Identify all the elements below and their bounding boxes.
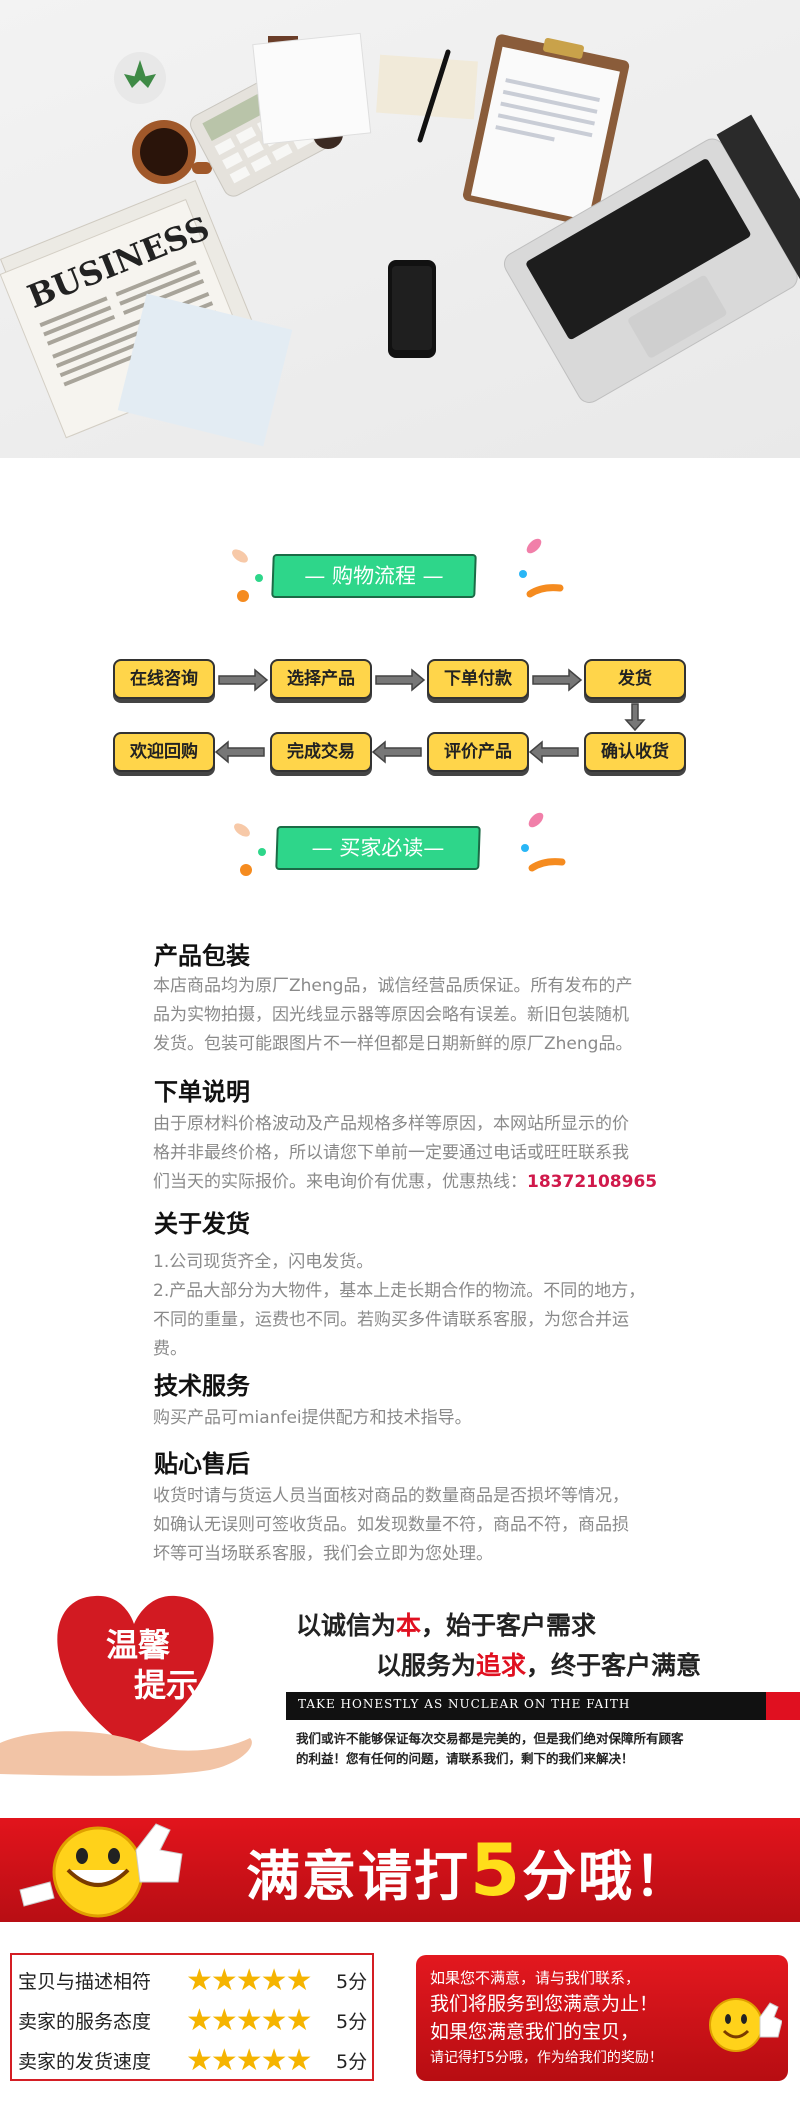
warm-tips-banner: 温馨 提示 以诚信为本，始于客户需求 以服务为追求，终于客户满意 TAKE HO… [0,1578,800,1778]
notice-line: 们当天的实际报价。来电询价有优惠，优惠热线：18372108965 [153,1168,689,1197]
banner-text-part: 分哦！ [522,1845,691,1908]
smiley-icon [709,1998,782,2052]
heart-text-1: 温馨 [106,1626,171,1664]
slogan-text: ，终于客户满意 [526,1651,702,1680]
notice-line: 1.公司现货齐全，闪电发货。 [153,1252,374,1272]
step-choose-product: 选择产品 [270,659,372,699]
notice-title-tech: 技术服务 [154,1372,250,1400]
ratings-box: 宝贝与描述相符 ★★★★★ 5分 卖家的服务态度 ★★★★★ 5分 卖家的发货速… [10,1953,374,2081]
arrow-left-icon [214,740,265,764]
buyer-title: — 买家必读— [275,826,481,870]
satisfaction-note: 如果您不满意，请与我们联系， 我们将服务到您满意为止！ 如果您满意我们的宝贝， … [416,1955,788,2081]
star-icon[interactable]: ★★★★★ [186,2043,312,2078]
notice-line: 格并非最终价格，所以请您下单前一定要通过电话或旺旺联系我 [153,1143,629,1163]
notice-line: 如确认无误则可签收货品。如发现数量不符，商品不符，商品损 [153,1515,629,1535]
step-order-pay: 下单付款 [427,659,529,699]
step-review-product: 评价产品 [427,732,529,772]
confetti-decoration [232,538,564,602]
process-title-block: — 购物流程 — [0,536,800,616]
hero-photo: BUSINESS [0,0,800,458]
banner-five: 5 [470,1828,523,1912]
buyer-title-block: — 买家必读— [0,808,800,888]
note-line: 如果您满意我们的宝贝， [430,2021,640,2043]
rating-row-service: 卖家的服务态度 ★★★★★ 5分 [18,2001,368,2038]
slogan-highlight: 本 [396,1611,422,1640]
take-honestly-text: TAKE HONESTLY AS NUCLEAR ON THE FAITH [298,1697,631,1711]
notice-line: 品为实物拍摄，因光线显示器等原因会略有误差。新旧包装随机 [153,1005,629,1025]
rating-banner-text: 满意请打5分哦！ [246,1832,690,1911]
desk-illustration: BUSINESS [0,32,800,447]
notice-line: 收货时请与货运人员当面核对商品的数量商品是否损坏等情况， [153,1486,629,1506]
arrow-down-icon [624,703,646,732]
slogan-text: ，始于客户需求 [421,1611,597,1640]
star-icon[interactable]: ★★★★★ [186,1963,312,1998]
step-welcome-back: 欢迎回购 [113,732,215,772]
step-ship: 发货 [584,659,686,699]
notice-line: 本店商品均为原厂Zheng品，诚信经营品质保证。所有发布的产 [153,976,633,996]
heart-icon [57,1595,214,1748]
notice-line: 坏等可当场联系客服，我们会立即为您处理。 [153,1544,493,1564]
rating-score: 5分 [336,1971,368,1993]
hand-icon [0,1731,252,1776]
step-online-consult: 在线咨询 [113,659,215,699]
notice-line: 费。 [153,1339,187,1359]
notice-text-shipping: 1.公司现货齐全，闪电发货。 2.产品大部分为大物件，基本上走长期合作的物流。不… [153,1248,689,1364]
notice-title-shipping: 关于发货 [154,1210,250,1238]
notice-line: 不同的重量，运费也不同。若购买多件请联系客服，为您合并运 [153,1310,629,1330]
rating-row-shipping: 卖家的发货速度 ★★★★★ 5分 [18,2041,368,2078]
notice-line: 2.产品大部分为大物件，基本上走长期合作的物流。不同的地方， [153,1281,646,1301]
heart-text-2: 提示 [134,1666,198,1704]
notice-text-aftersales: 收货时请与货运人员当面核对商品的数量商品是否损坏等情况， 如确认无误则可签收货品… [153,1482,689,1569]
notice-text-packaging: 本店商品均为原厂Zheng品，诚信经营品质保证。所有发布的产 品为实物拍摄，因光… [153,972,689,1059]
rating-score: 5分 [336,2011,368,2033]
notice-title-packaging: 产品包装 [154,942,250,970]
bar-accent [766,1692,800,1720]
arrow-left-icon [371,740,422,764]
arrow-right-icon [218,668,269,692]
tips-slogan-2: 以服务为追求，终于客户满意 [376,1646,701,1682]
take-honestly-bar: TAKE HONESTLY AS NUCLEAR ON THE FAITH [286,1692,800,1720]
notice-line: 发货。包装可能跟图片不一样但都是日期新鲜的原厂Zheng品。 [153,1034,633,1054]
tips-slogan-1: 以诚信为本，始于客户需求 [296,1606,596,1642]
star-icon[interactable]: ★★★★★ [186,2003,312,2038]
slogan-text: 以诚信为 [296,1611,397,1640]
notice-title-aftersales: 贴心售后 [154,1450,250,1478]
rating-label: 卖家的发货速度 [18,2051,152,2073]
step-complete-trade: 完成交易 [270,732,372,772]
rating-label: 宝贝与描述相符 [18,1971,152,1993]
hotline-number[interactable]: 18372108965 [527,1172,658,1192]
rating-row-description: 宝贝与描述相符 ★★★★★ 5分 [18,1961,368,1998]
notice-line: 购买产品可mianfei提供配方和技术指导。 [153,1408,472,1428]
confetti-decoration [234,812,566,876]
step-confirm-receipt: 确认收货 [584,732,686,772]
slogan-text: 以服务为 [376,1651,477,1680]
flow-arrows [214,668,646,764]
rating-banner: 满意请打5分哦！ [0,1818,800,1922]
note-line: 我们将服务到您满意为止！ [430,1993,659,2015]
note-line: 如果您不满意，请与我们联系， [430,1969,641,1987]
smiley-thumbsup-icon [19,1823,183,1918]
slogan-highlight: 追求 [476,1651,527,1680]
tips-note-2: 的利益！您有任何的问题，请联系我们，剩下的我们来解决！ [296,1751,634,1766]
heart-hand-illustration: 温馨 提示 [0,1595,252,1776]
arrow-left-icon [528,740,579,764]
notice-text-ordering: 由于原材料价格波动及产品规格多样等原因，本网站所显示的价 格并非最终价格，所以请… [153,1110,689,1197]
notice-text-tech: 购买产品可mianfei提供配方和技术指导。 [153,1404,689,1433]
rating-label: 卖家的服务态度 [18,2011,152,2033]
tips-note-1: 我们或许不能够保证每次交易都是完美的，但是我们绝对保障所有顾客 [296,1731,684,1746]
rating-score: 5分 [336,2051,368,2073]
note-line: 请记得打5分哦，作为给我们的奖励！ [430,2050,663,2066]
notice-title-ordering: 下单说明 [154,1078,250,1106]
notice-line: 由于原材料价格波动及产品规格多样等原因，本网站所显示的价 [153,1114,629,1134]
banner-text-part: 满意请打 [246,1845,470,1908]
notice-line-text: 们当天的实际报价。来电询价有优惠，优惠热线： [153,1172,527,1192]
process-title: — 购物流程 — [271,554,477,598]
arrow-right-icon [532,668,583,692]
arrow-right-icon [375,668,426,692]
